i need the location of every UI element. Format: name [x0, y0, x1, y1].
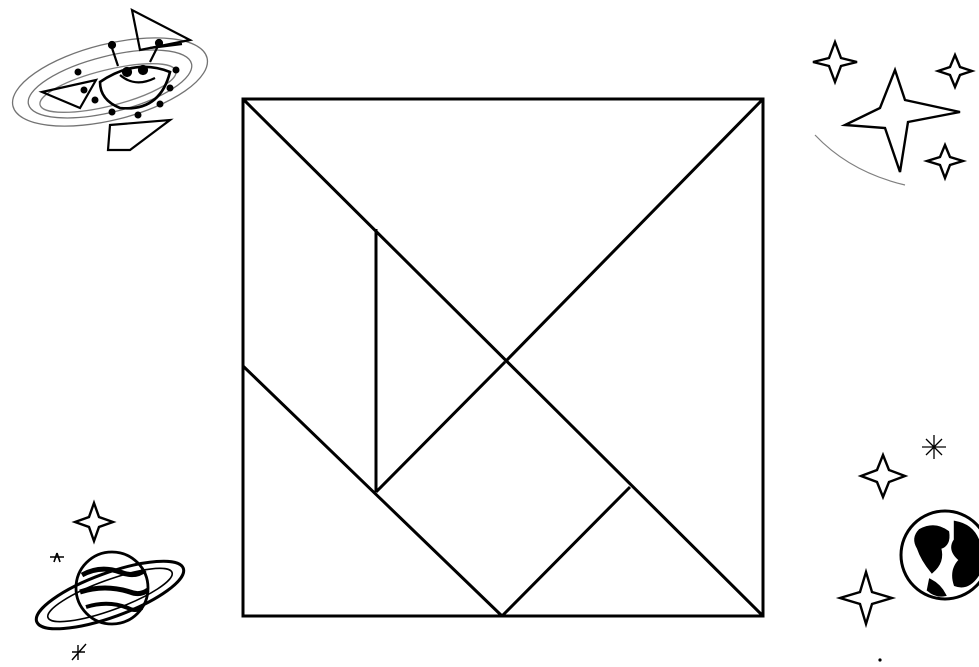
- earth-globe-icon: [840, 435, 979, 662]
- tangram-edge-square-top: [376, 362, 505, 492]
- sparkle-stars-icon: [813, 42, 972, 185]
- robot-spaceship-icon: [4, 10, 216, 150]
- tangram-diagonal-upper: [505, 99, 763, 362]
- tangram-edge-bottom-right: [502, 487, 630, 616]
- tangram-puzzle: [243, 99, 763, 616]
- ringed-planet-icon: [29, 503, 191, 660]
